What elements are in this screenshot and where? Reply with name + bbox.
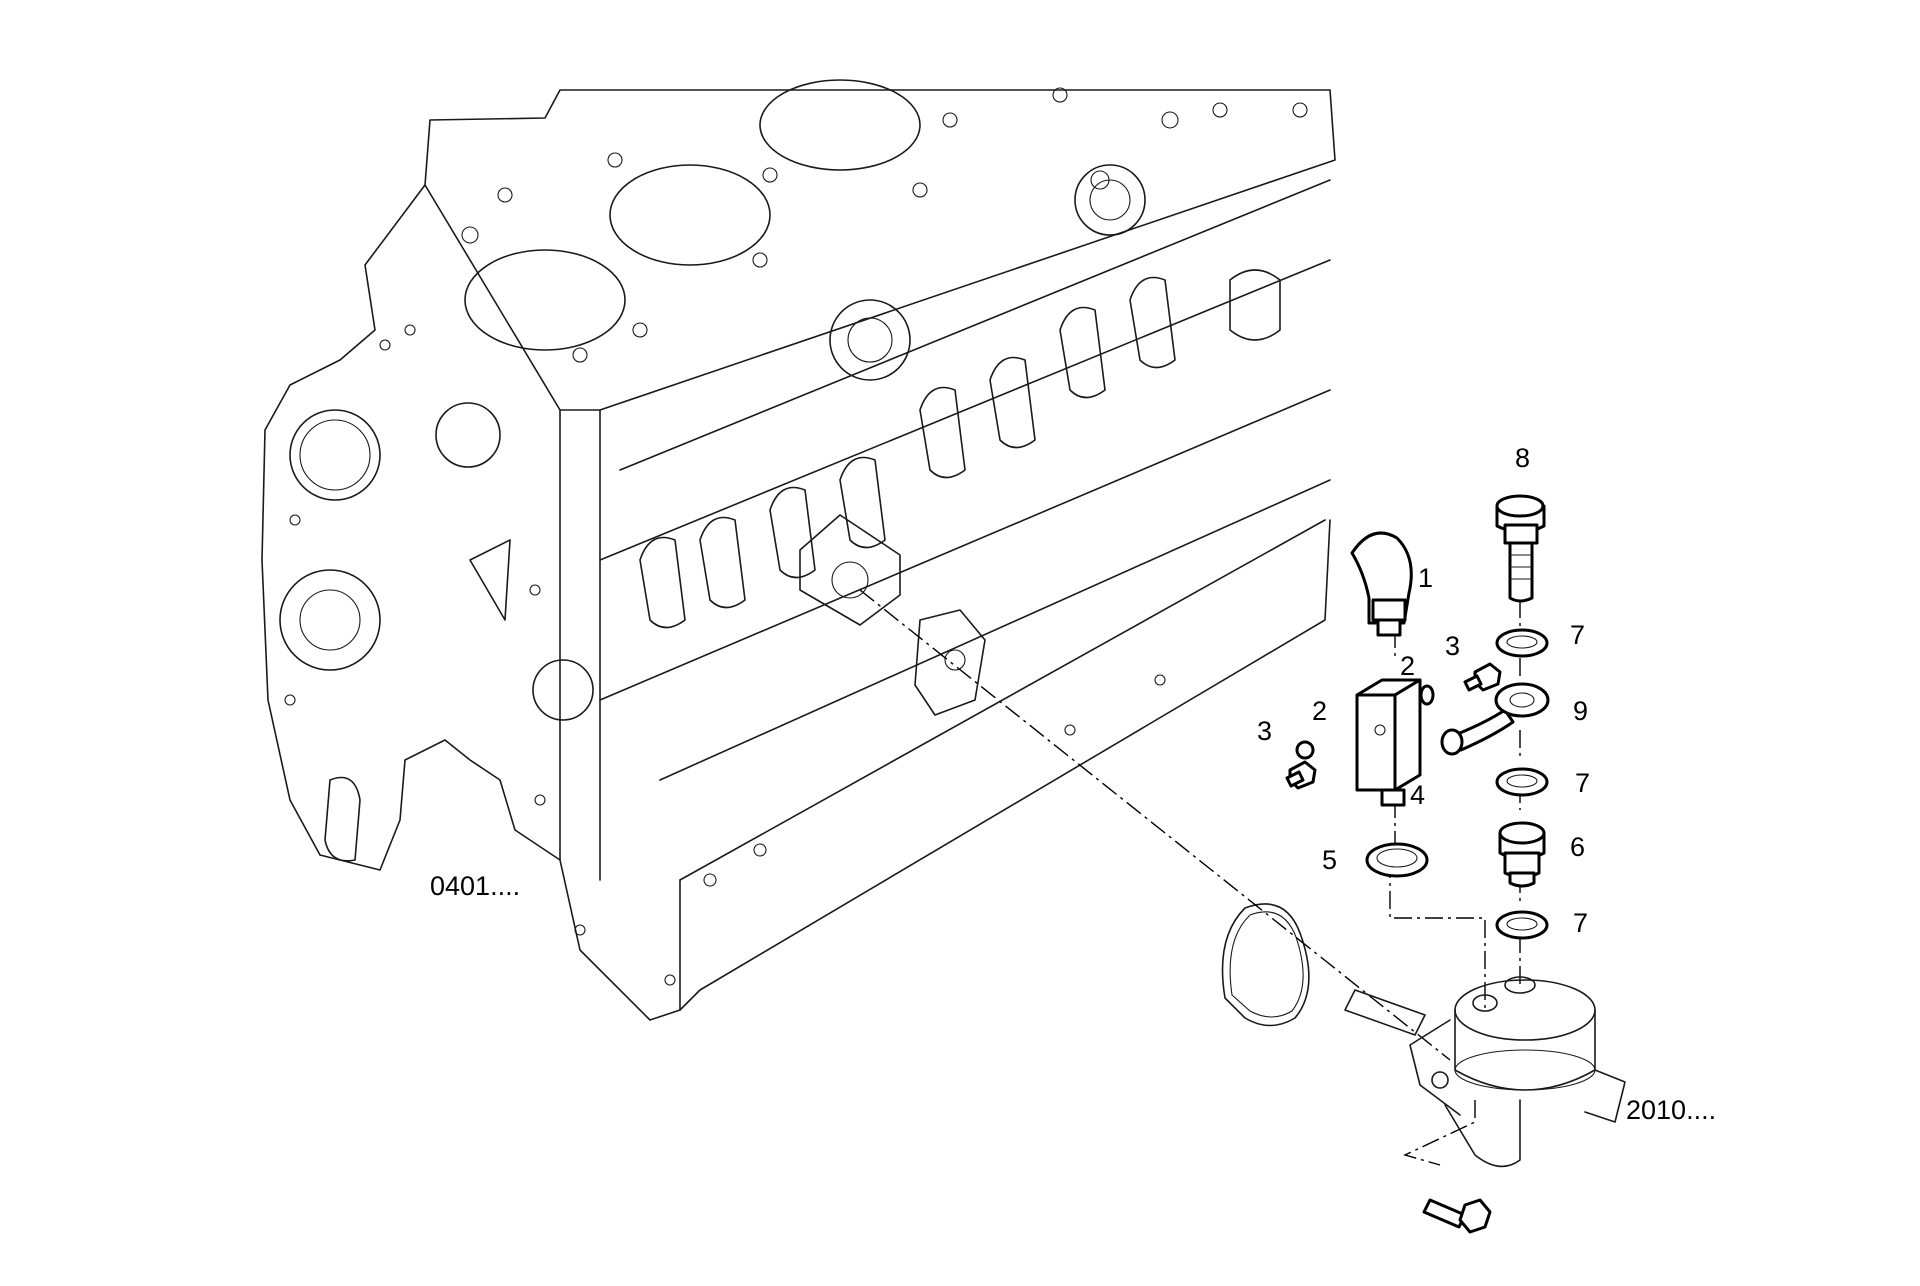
reference-feed-pump: 2010....	[1626, 1095, 1717, 1125]
part-9-banjo-fitting	[1440, 682, 1550, 756]
feed-pump	[1344, 976, 1626, 1168]
part-3-screws	[1285, 662, 1502, 790]
reference-engine-block: 0401....	[430, 871, 521, 901]
callout-9: 9	[1573, 696, 1589, 726]
callout-3-right: 3	[1445, 631, 1461, 661]
callout-3-left: 3	[1257, 716, 1273, 746]
part-6-adapter	[1498, 821, 1546, 888]
part-4-adapter-block	[1355, 678, 1422, 807]
bottom-bolt	[1422, 1198, 1492, 1234]
assembly-lines	[859, 589, 1521, 1166]
callout-7-bottom: 7	[1573, 908, 1589, 938]
callout-5: 5	[1322, 845, 1338, 875]
part-5-seal-ring	[1365, 842, 1429, 878]
callout-8: 8	[1515, 443, 1531, 473]
part-2-washers	[1295, 684, 1435, 760]
callout-7-middle: 7	[1575, 768, 1591, 798]
part-7-washers	[1495, 628, 1549, 940]
callout-6: 6	[1570, 832, 1586, 862]
part-1-elbow-fitting	[1350, 531, 1413, 637]
gasket	[1221, 903, 1310, 1027]
callout-2-right: 2	[1400, 651, 1416, 681]
callout-7-top: 7	[1570, 620, 1586, 650]
callout-1: 1	[1418, 563, 1434, 593]
engine-block	[261, 79, 1336, 1021]
callout-4: 4	[1410, 780, 1426, 810]
part-8-banjo-bolt	[1495, 494, 1546, 603]
callout-2-left: 2	[1312, 696, 1328, 726]
